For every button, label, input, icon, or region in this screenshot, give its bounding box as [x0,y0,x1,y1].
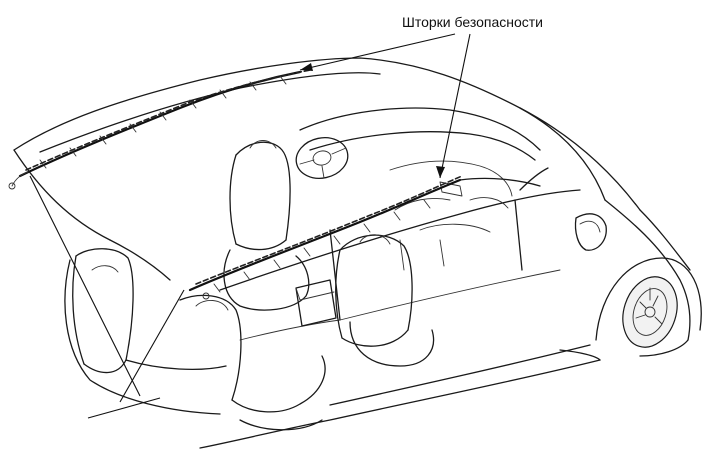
callout-leaders [29,33,471,419]
arrowhead-right [436,166,445,178]
car-body-outline [13,57,691,449]
curtain-airbag-left [8,69,311,190]
dashboard [295,107,541,271]
leader-to-right-curtain [439,33,471,179]
front-seats [223,140,435,367]
arrowhead-left [300,63,313,71]
leader-lower-1 [119,289,185,403]
curtain-airbag-right [188,175,541,300]
leader-lower-horizontal [87,397,161,419]
rear-seats [72,248,326,431]
leader-lower-2 [29,175,141,397]
front-wheel [595,257,702,348]
callout-label-curtain-airbags: Шторки безопасности [402,14,543,30]
side-mirror [574,213,607,251]
leader-to-left-curtain [299,33,456,71]
